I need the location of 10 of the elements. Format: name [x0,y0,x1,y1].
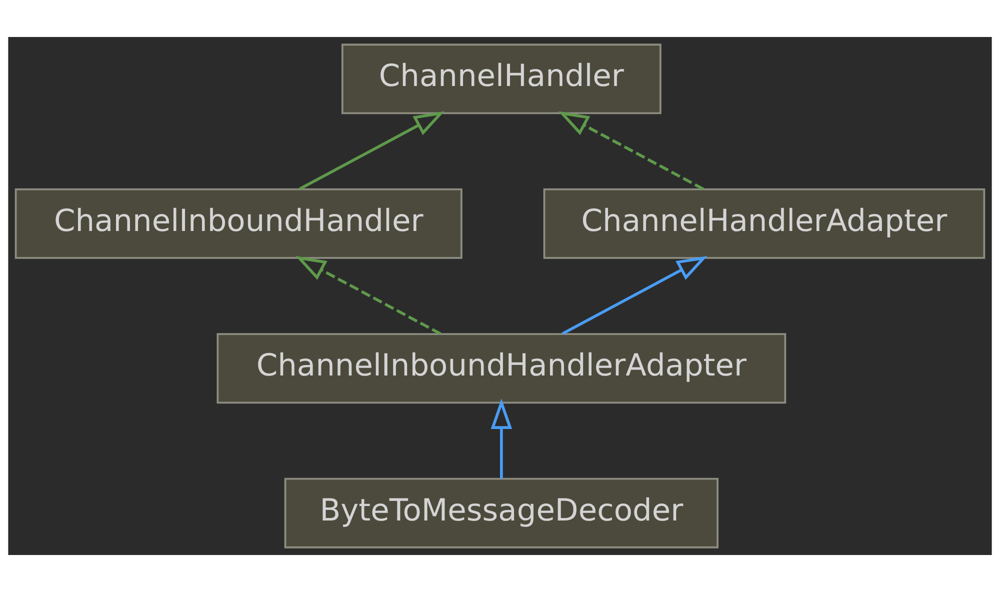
node-box: ByteToMessageDecoder [284,477,719,548]
node-box: ChannelInboundHandlerAdapter [216,332,786,404]
arrow [295,256,442,335]
node-box: ChannelHandler [341,43,662,114]
node-box: ChannelInboundHandler [14,188,462,258]
node-box: ChannelHandlerAdapter [543,188,986,258]
arrow [558,110,704,190]
arrow [562,256,708,335]
arrow [298,110,445,190]
arrow [490,398,512,478]
